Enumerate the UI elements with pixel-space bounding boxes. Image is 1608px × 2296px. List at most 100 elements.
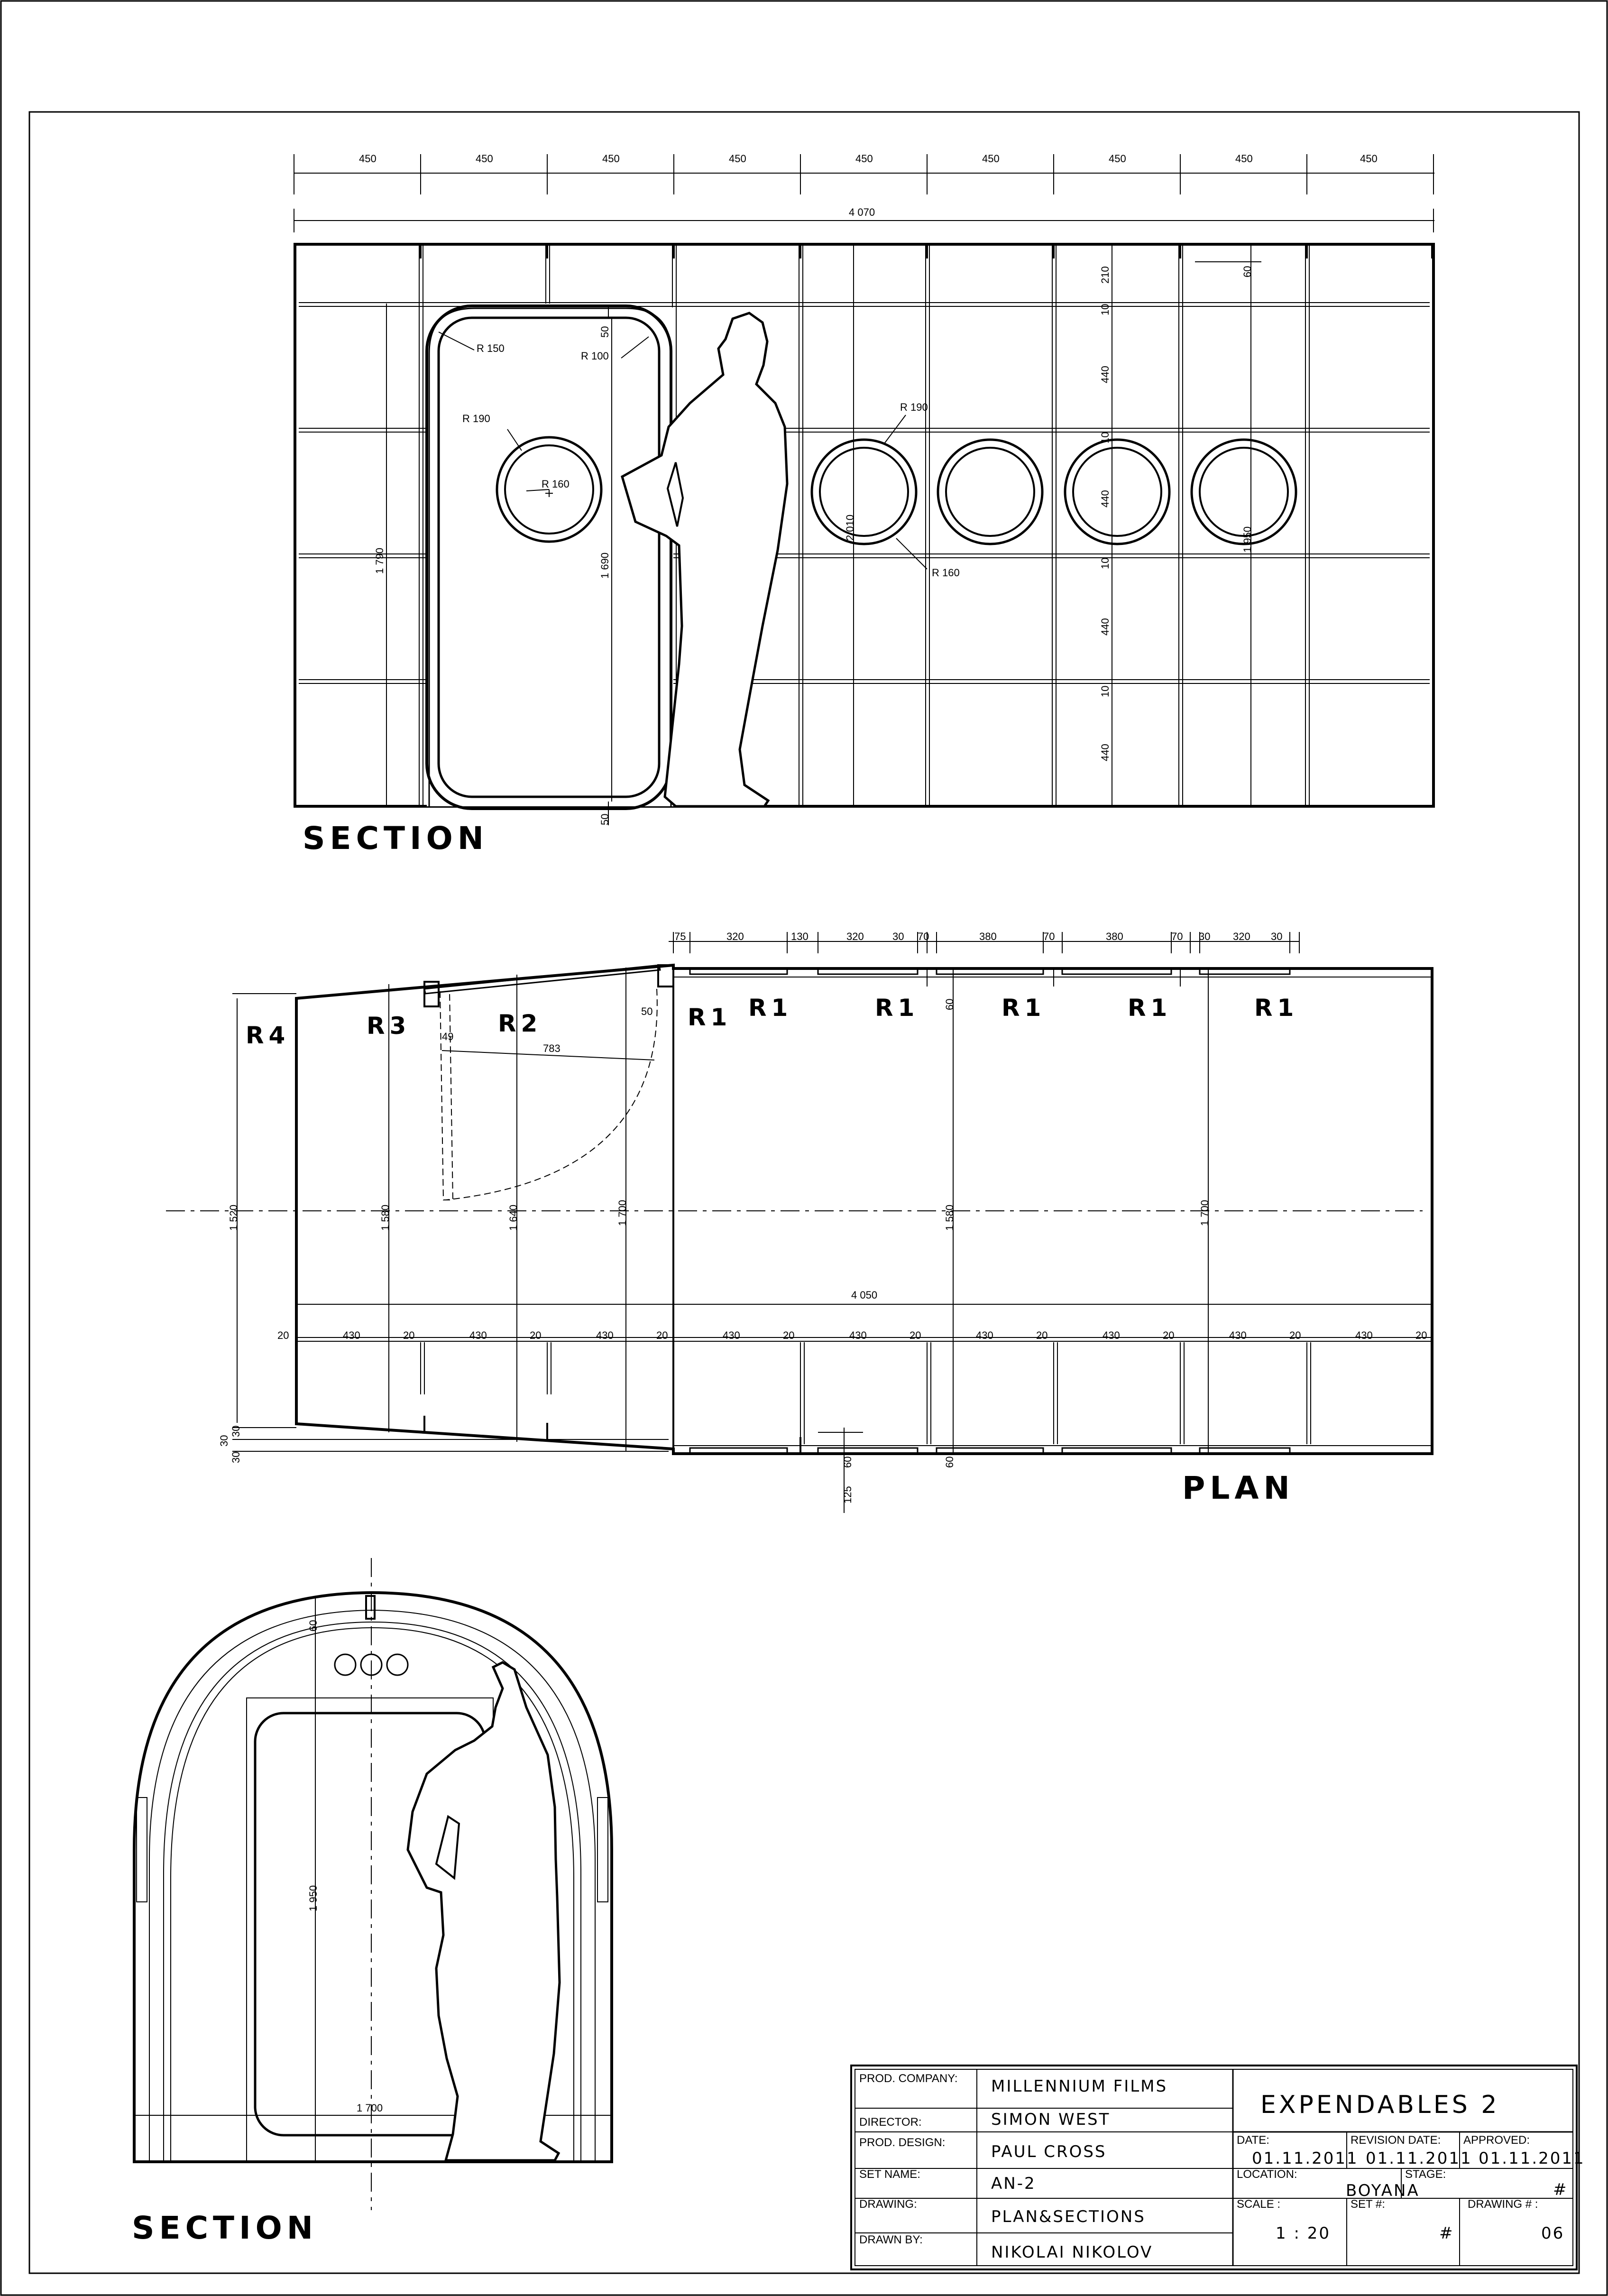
prod-company-value: MILLENNIUM FILMS: [991, 2077, 1167, 2096]
door-window-outer: [496, 436, 603, 543]
approved-label: APPROVED:: [1463, 2134, 1530, 2147]
fuselage-cross-section: [133, 1591, 613, 2163]
overall-width-dim: 4 070: [849, 206, 875, 218]
bay-dim-8: 450: [1235, 153, 1253, 165]
drawing-frame: [28, 111, 1580, 2274]
rib-label-r2: R2: [498, 1010, 542, 1037]
prod-design-label: PROD. DESIGN:: [859, 2136, 945, 2149]
title-block: [850, 2065, 1578, 2270]
set-name-value: AN-2: [991, 2174, 1036, 2193]
door-corner-outer-dim: R 150: [477, 342, 505, 354]
door-window-inner-dim: R 160: [542, 478, 570, 490]
location-label: LOCATION:: [1237, 2168, 1297, 2181]
window-outer-dim: R 190: [900, 401, 928, 413]
rib-thickness-1: 20: [277, 1329, 289, 1341]
door-top-gap-dim: 50: [599, 326, 611, 338]
bottom-width-dim: 1 700: [357, 2102, 383, 2114]
door-window-inner: [504, 444, 594, 535]
figure-hand: [666, 462, 684, 527]
top-section-title: SECTION: [303, 820, 488, 857]
rib-thickness-3: 20: [530, 1329, 541, 1341]
plan-top-dim-5: 30: [892, 931, 904, 942]
bay-dim-1: 450: [359, 153, 377, 165]
prod-design-value: PAUL CROSS: [991, 2142, 1107, 2161]
director-value: SIMON WEST: [991, 2110, 1110, 2129]
rib-label-r1-1: R1: [688, 1004, 732, 1031]
rib-thickness-8: 20: [1163, 1329, 1174, 1341]
scale-value: 1 : 20: [1276, 2224, 1331, 2243]
bay-dim-9: 450: [1360, 153, 1378, 165]
bottom-section-dims: 60 1 950 1 700: [307, 1620, 383, 2114]
drawing-label: DRAWING:: [859, 2198, 917, 2211]
height-dim-4: 1 700: [616, 1200, 628, 1226]
top-section-view: [294, 154, 1435, 825]
location-value: BOYANA: [1346, 2181, 1420, 2200]
stage-value: #: [1553, 2180, 1568, 2199]
left-offset-1: 30: [230, 1426, 242, 1437]
bay-dim-7: 450: [1109, 153, 1126, 165]
top-section-dims: 450 450 450 450 450 450 450 450 450 4 07…: [359, 153, 1378, 825]
door-outer: [425, 304, 672, 810]
height-dim-5: 1 580: [944, 1205, 956, 1231]
plan-top-dim-2: 320: [726, 931, 744, 942]
drawing-value: PLAN&SECTIONS: [991, 2207, 1146, 2226]
panel-h-9: 440: [1099, 744, 1111, 761]
panel-h-5: 440: [1099, 490, 1111, 507]
rib-label-r1-5: R1: [1128, 994, 1172, 1022]
floor-height-dim: 1 950: [1241, 526, 1253, 553]
rib-label-r3: R3: [367, 1012, 411, 1040]
panel-h-8: 10: [1099, 686, 1111, 697]
director-label: DIRECTOR:: [859, 2116, 922, 2129]
title-block-text: PROD. COMPANY: MILLENNIUM FILMS DIRECTOR…: [859, 2072, 1584, 2262]
drawing-no-value: 06: [1541, 2224, 1564, 2243]
bay-dim-3: 450: [602, 153, 620, 165]
plan-top-dim-3: 130: [791, 931, 809, 942]
bay-dim-2: 450: [476, 153, 493, 165]
set-no-value: #: [1439, 2224, 1454, 2243]
door-height-outer-dim: 1 790: [374, 548, 386, 574]
plan-top-dim-1: 75: [674, 931, 686, 942]
left-offset-2: 30: [218, 1435, 230, 1447]
rib-thickness-7: 20: [1036, 1329, 1047, 1341]
door-width-dim: 783: [543, 1042, 561, 1054]
door-height-inner-dim: 1 690: [599, 553, 611, 579]
cabin-windows: [810, 438, 1297, 545]
bottom-bay-8: 430: [1229, 1329, 1247, 1341]
door-window-outer-dim: R 190: [462, 413, 490, 424]
bay-dimension-ticks: [294, 154, 1434, 194]
window-sill-dim: 2 010: [844, 515, 856, 541]
scale-label: SCALE :: [1237, 2198, 1280, 2211]
rib-thickness-6: 20: [910, 1329, 921, 1341]
plan-top-dim-8: 70: [1043, 931, 1055, 942]
bottom-bay-1: 430: [343, 1329, 360, 1341]
rib-label-r4: R4: [246, 1022, 290, 1049]
rib-thickness-2: 20: [403, 1329, 414, 1341]
door-bottom-gap-dim: 50: [599, 814, 611, 825]
fuselage-side-outline: [294, 243, 1435, 808]
window-depth-bottom-1: 60: [842, 1457, 854, 1468]
top-offset-dim: 60: [1241, 266, 1253, 277]
bottom-section-view: [133, 1558, 613, 2210]
drawing-no-label: DRAWING # :: [1468, 2198, 1538, 2211]
project-title: EXPENDABLES 2: [1260, 2091, 1499, 2119]
bottom-bay-5: 430: [849, 1329, 867, 1341]
plan-top-dim-4: 320: [846, 931, 864, 942]
rib-thickness-9: 20: [1289, 1329, 1301, 1341]
rib-label-r1-3: R1: [875, 994, 919, 1022]
date-value: 01.11.2011: [1252, 2149, 1359, 2168]
bottom-section-title: SECTION: [132, 2210, 318, 2246]
bottom-bay-6: 430: [976, 1329, 993, 1341]
prod-company-label: PROD. COMPANY:: [859, 2072, 958, 2085]
door-inner: [437, 316, 661, 798]
rib-thickness-4: 20: [656, 1329, 668, 1341]
human-scale-figure: [621, 312, 789, 808]
bay-dim-5: 450: [855, 153, 873, 165]
step-down-dim: 125: [842, 1486, 854, 1503]
drawn-by-value: NIKOLAI NIKOLOV: [991, 2243, 1153, 2262]
plan-top-dim-10: 70: [1171, 931, 1183, 942]
plan-top-dim-11: 30: [1199, 931, 1210, 942]
plan-top-dim-9: 380: [1106, 931, 1123, 942]
set-no-label: SET #:: [1351, 2198, 1385, 2211]
